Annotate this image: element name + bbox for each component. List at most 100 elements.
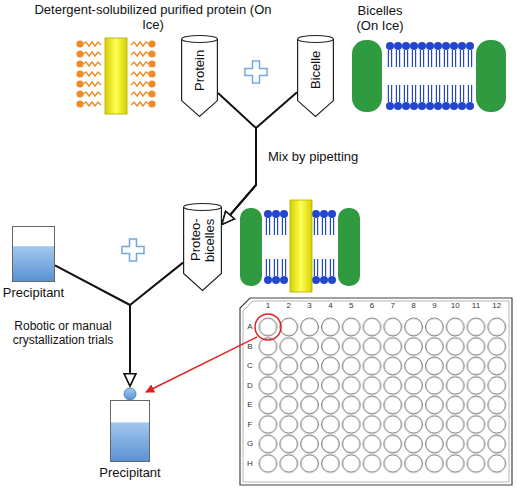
detergent-molecule [131, 70, 156, 77]
column-number: 10 [447, 301, 463, 310]
bicelle [352, 40, 506, 112]
row-letter: H [244, 459, 256, 468]
precipitant-beaker: Precipitant [110, 386, 150, 462]
highlight-circle [255, 314, 281, 340]
column-number: 1 [260, 301, 276, 310]
section-heading: Detergent-solubilized purified protein (… [23, 3, 283, 33]
lipid [264, 210, 272, 235]
crystallization-plate [240, 298, 512, 485]
column-number: 11 [468, 301, 484, 310]
lipid [458, 85, 466, 110]
detergent-molecule [131, 50, 156, 57]
detergent-molecule [131, 90, 156, 97]
row-letter: F [244, 420, 256, 429]
row-letter: D [244, 381, 256, 390]
membrane-protein [105, 38, 127, 114]
detergent-molecule [131, 60, 156, 67]
plate-wells [258, 317, 508, 473]
sample-tube: Protein [181, 35, 218, 117]
lipid [386, 42, 394, 67]
plate-rim [243, 301, 509, 482]
column-number: 3 [302, 301, 318, 310]
precipitant-liquid [111, 422, 149, 461]
process-arrow [222, 92, 297, 224]
pointer-arrow [146, 337, 257, 392]
detergent-molecule [76, 70, 101, 77]
column-number: 5 [343, 301, 359, 310]
detergent-molecule [131, 100, 156, 107]
tube-body [298, 39, 334, 116]
lipid [402, 42, 410, 67]
tube-label-area: Proteo- bicelles [183, 209, 222, 271]
edge-label: Mix by pipetting [268, 150, 380, 165]
lipid [320, 259, 328, 284]
membrane-protein [290, 200, 312, 292]
lipid [426, 85, 434, 110]
lipid [410, 85, 418, 110]
row-letter: A [244, 322, 256, 331]
tube-rim [184, 204, 222, 211]
lipid [466, 42, 474, 67]
column-number: 2 [281, 301, 297, 310]
row-letter: C [244, 361, 256, 370]
detergent-molecule [76, 60, 101, 67]
beaker-outline [110, 386, 150, 462]
crystallization-drop [124, 388, 136, 400]
column-number: 4 [322, 301, 338, 310]
lipid [402, 85, 410, 110]
row-letter: E [244, 400, 256, 409]
tube-body [184, 207, 222, 290]
row-letter: B [244, 342, 256, 351]
beaker-body [13, 227, 55, 282]
sample-tube: Bicelle [297, 35, 334, 117]
bicelle-rim [352, 40, 382, 112]
lipid [450, 42, 458, 67]
lipid [394, 85, 402, 110]
tube-body [182, 39, 218, 116]
lipid [328, 259, 336, 284]
detergent-molecule [76, 80, 101, 87]
lipid [450, 85, 458, 110]
lipid [410, 42, 418, 67]
detergent-molecule [76, 50, 101, 57]
tube-rim [298, 36, 334, 43]
beaker-outline [12, 226, 55, 282]
column-number: 12 [489, 301, 505, 310]
bicelle-rim [476, 40, 506, 112]
detergent-molecule [76, 90, 101, 97]
lipid [280, 259, 288, 284]
lipid [264, 259, 272, 284]
plus-sign [245, 61, 267, 83]
beaker-label-area: Precipitant [0, 285, 85, 300]
detergent-molecule [76, 40, 101, 47]
lipid [434, 85, 442, 110]
tube-label: Proteo- bicelles [189, 210, 217, 270]
process-arrow [55, 265, 130, 386]
lipid [418, 42, 426, 67]
bicelle-rim [338, 208, 360, 286]
sample-tube: Proteo- bicelles [183, 203, 222, 291]
plus-sign [122, 239, 144, 261]
lipid [442, 42, 450, 67]
column-number: 6 [364, 301, 380, 310]
lipid [418, 85, 426, 110]
lipid [442, 85, 450, 110]
lipid [466, 85, 474, 110]
precipitant-beaker: Precipitant [12, 226, 55, 282]
column-number: 8 [406, 301, 422, 310]
lipid [312, 259, 320, 284]
section-heading: Bicelles (On Ice) [348, 4, 412, 34]
edge-label: Robotic or manual crystallization trials [4, 320, 122, 348]
tube-rim [182, 36, 218, 43]
lipid [320, 210, 328, 235]
lipid [272, 259, 280, 284]
beaker-body [111, 401, 150, 462]
beaker-label: Precipitant [80, 465, 180, 480]
detergent-molecule [131, 80, 156, 87]
tube-label-area: Bicelle [297, 41, 334, 99]
precipitant-liquid [13, 246, 54, 281]
plate-outline [240, 298, 512, 485]
